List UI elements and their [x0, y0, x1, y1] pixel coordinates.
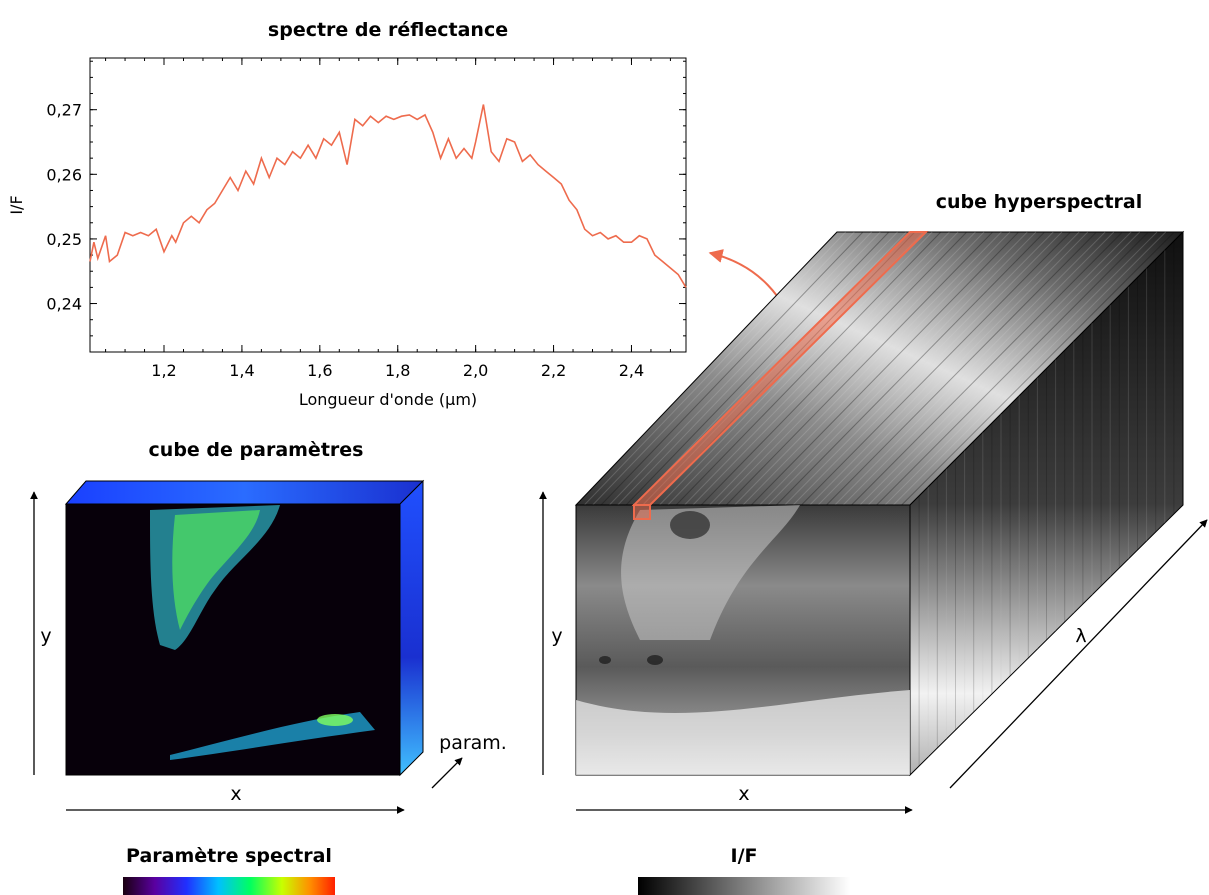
param-depth-axis-label: param. [439, 732, 507, 754]
cube-top-streaks [575, 231, 1175, 506]
plot-frame [89, 57, 687, 353]
top-streak [859, 231, 1132, 506]
dark-crater [599, 656, 611, 664]
top-streak [684, 231, 950, 506]
cube-lambda-axis-label: λ [1075, 625, 1086, 647]
top-streak [734, 231, 1002, 506]
param-cube-side-face [399, 479, 424, 777]
top-streak [600, 231, 864, 506]
top-streak [792, 231, 1063, 506]
top-streak [725, 231, 994, 506]
x-tick-label: 1,6 [307, 361, 332, 380]
top-streak [876, 231, 1149, 506]
spectral-colorbar: Paramètre spectral [123, 845, 335, 895]
hyperspectral-cube: cube hyperspectral y x λ [539, 191, 1208, 814]
dark-crater [647, 655, 663, 665]
cube-x-axis-label: x [738, 783, 749, 805]
x-tick-label: 2,2 [541, 361, 566, 380]
top-streak [884, 231, 1158, 506]
param-depth-axis-arrow [431, 757, 463, 789]
top-streak [809, 231, 1080, 506]
top-streak [609, 231, 872, 506]
if-colorbar: I/F [638, 845, 850, 895]
x-tick-label: 2,4 [619, 361, 644, 380]
top-streak [826, 231, 1097, 506]
bright-lower-region [576, 690, 910, 775]
selected-pixel [633, 504, 651, 520]
top-streak [892, 231, 1167, 506]
chart-title: spectre de réflectance [268, 19, 508, 41]
param-lower-peak [317, 714, 353, 726]
top-streak [901, 231, 1175, 506]
param-peak-region [172, 510, 260, 630]
y-tick-label: 0,26 [46, 165, 82, 184]
top-streak [692, 231, 959, 506]
top-streak [634, 231, 898, 506]
y-tick-label: 0,25 [46, 230, 82, 249]
top-streak [675, 231, 942, 506]
x-axis-label: Longueur d'onde (µm) [299, 390, 477, 409]
param-cube-top-face [64, 480, 425, 505]
parameter-cube: cube de paramètres y x param. [30, 439, 507, 814]
top-streak [817, 231, 1089, 506]
spectral-colorbar-title: Paramètre spectral [126, 845, 332, 867]
top-streak [717, 231, 985, 506]
if-colorbar-title: I/F [731, 845, 758, 867]
top-streak [575, 231, 838, 506]
bright-plume [621, 505, 800, 640]
top-streak [700, 231, 968, 506]
top-streak [767, 231, 1037, 506]
spectrum-chart: spectre de réflectance 1,2 1,4 1,6 1,8 2,0 2,… [7, 19, 687, 409]
y-axis-label: I/F [7, 195, 26, 214]
x-axis-ticks: 1,2 1,4 1,6 1,8 2,0 2,2 2,4 [105, 58, 671, 380]
if-colorbar-gradient [638, 877, 850, 895]
top-streak [867, 231, 1141, 506]
top-streak [709, 231, 976, 506]
parameter-cube-title: cube de paramètres [149, 439, 364, 461]
hyperspectral-cube-title: cube hyperspectral [936, 191, 1143, 213]
top-streak [801, 231, 1071, 506]
param-y-axis-label: y [40, 625, 51, 647]
top-streak [834, 231, 1106, 506]
top-streak [750, 231, 1020, 506]
x-tick-label: 1,8 [385, 361, 410, 380]
x-tick-label: 1,4 [229, 361, 254, 380]
top-streak [759, 231, 1028, 506]
top-streak [851, 231, 1123, 506]
spectrum-series-line [89, 104, 687, 288]
top-streak [784, 231, 1054, 506]
cube-y-axis-label: y [551, 625, 562, 647]
top-streak [667, 231, 933, 506]
y-tick-label: 0,24 [46, 295, 82, 314]
top-streak [592, 231, 855, 506]
dark-crater [670, 511, 710, 539]
param-x-axis-label: x [230, 783, 241, 805]
top-streak [617, 231, 881, 506]
y-axis-ticks: 0,24 0,25 0,26 0,27 [46, 60, 686, 337]
top-streak [583, 231, 847, 506]
top-streak [842, 231, 1115, 506]
cube-lambda-axis-arrow [949, 519, 1208, 789]
y-tick-label: 0,27 [46, 101, 82, 120]
x-tick-label: 1,2 [151, 361, 176, 380]
top-streak [625, 231, 890, 506]
top-streak [776, 231, 1045, 506]
spectral-colorbar-gradient [123, 877, 335, 895]
x-tick-label: 2,0 [463, 361, 488, 380]
top-streak [742, 231, 1011, 506]
